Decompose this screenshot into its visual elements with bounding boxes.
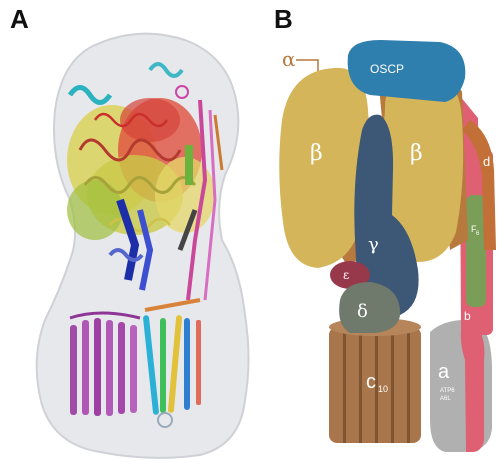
- epsilon-label: ε: [343, 268, 349, 282]
- beta-left-label: β: [310, 141, 323, 166]
- panel-a-structure: [37, 34, 249, 458]
- beta-right-label: β: [410, 141, 423, 166]
- d-subunit-label: d: [483, 154, 490, 169]
- b-subunit-label: b: [464, 309, 471, 323]
- c-ring-subscript: 10: [378, 384, 388, 394]
- em-density-envelope: [37, 34, 249, 458]
- oscp-label: OSCP: [370, 62, 404, 76]
- gamma-label: γ: [368, 234, 379, 255]
- oscp-subunit: OSCP: [348, 40, 466, 102]
- a-subunit-note-2: A6L: [440, 396, 451, 402]
- c-ring: c 10: [329, 318, 421, 443]
- c-ring-label: c: [366, 371, 376, 393]
- a-subunit-label: a: [438, 361, 450, 383]
- delta-label: δ: [357, 301, 368, 322]
- a-subunit-note-1: ATP6: [440, 388, 455, 394]
- alpha-label: α: [282, 47, 296, 71]
- panel-b-schematic: c 10 a ATP6 A6L b F 6 d: [279, 40, 496, 452]
